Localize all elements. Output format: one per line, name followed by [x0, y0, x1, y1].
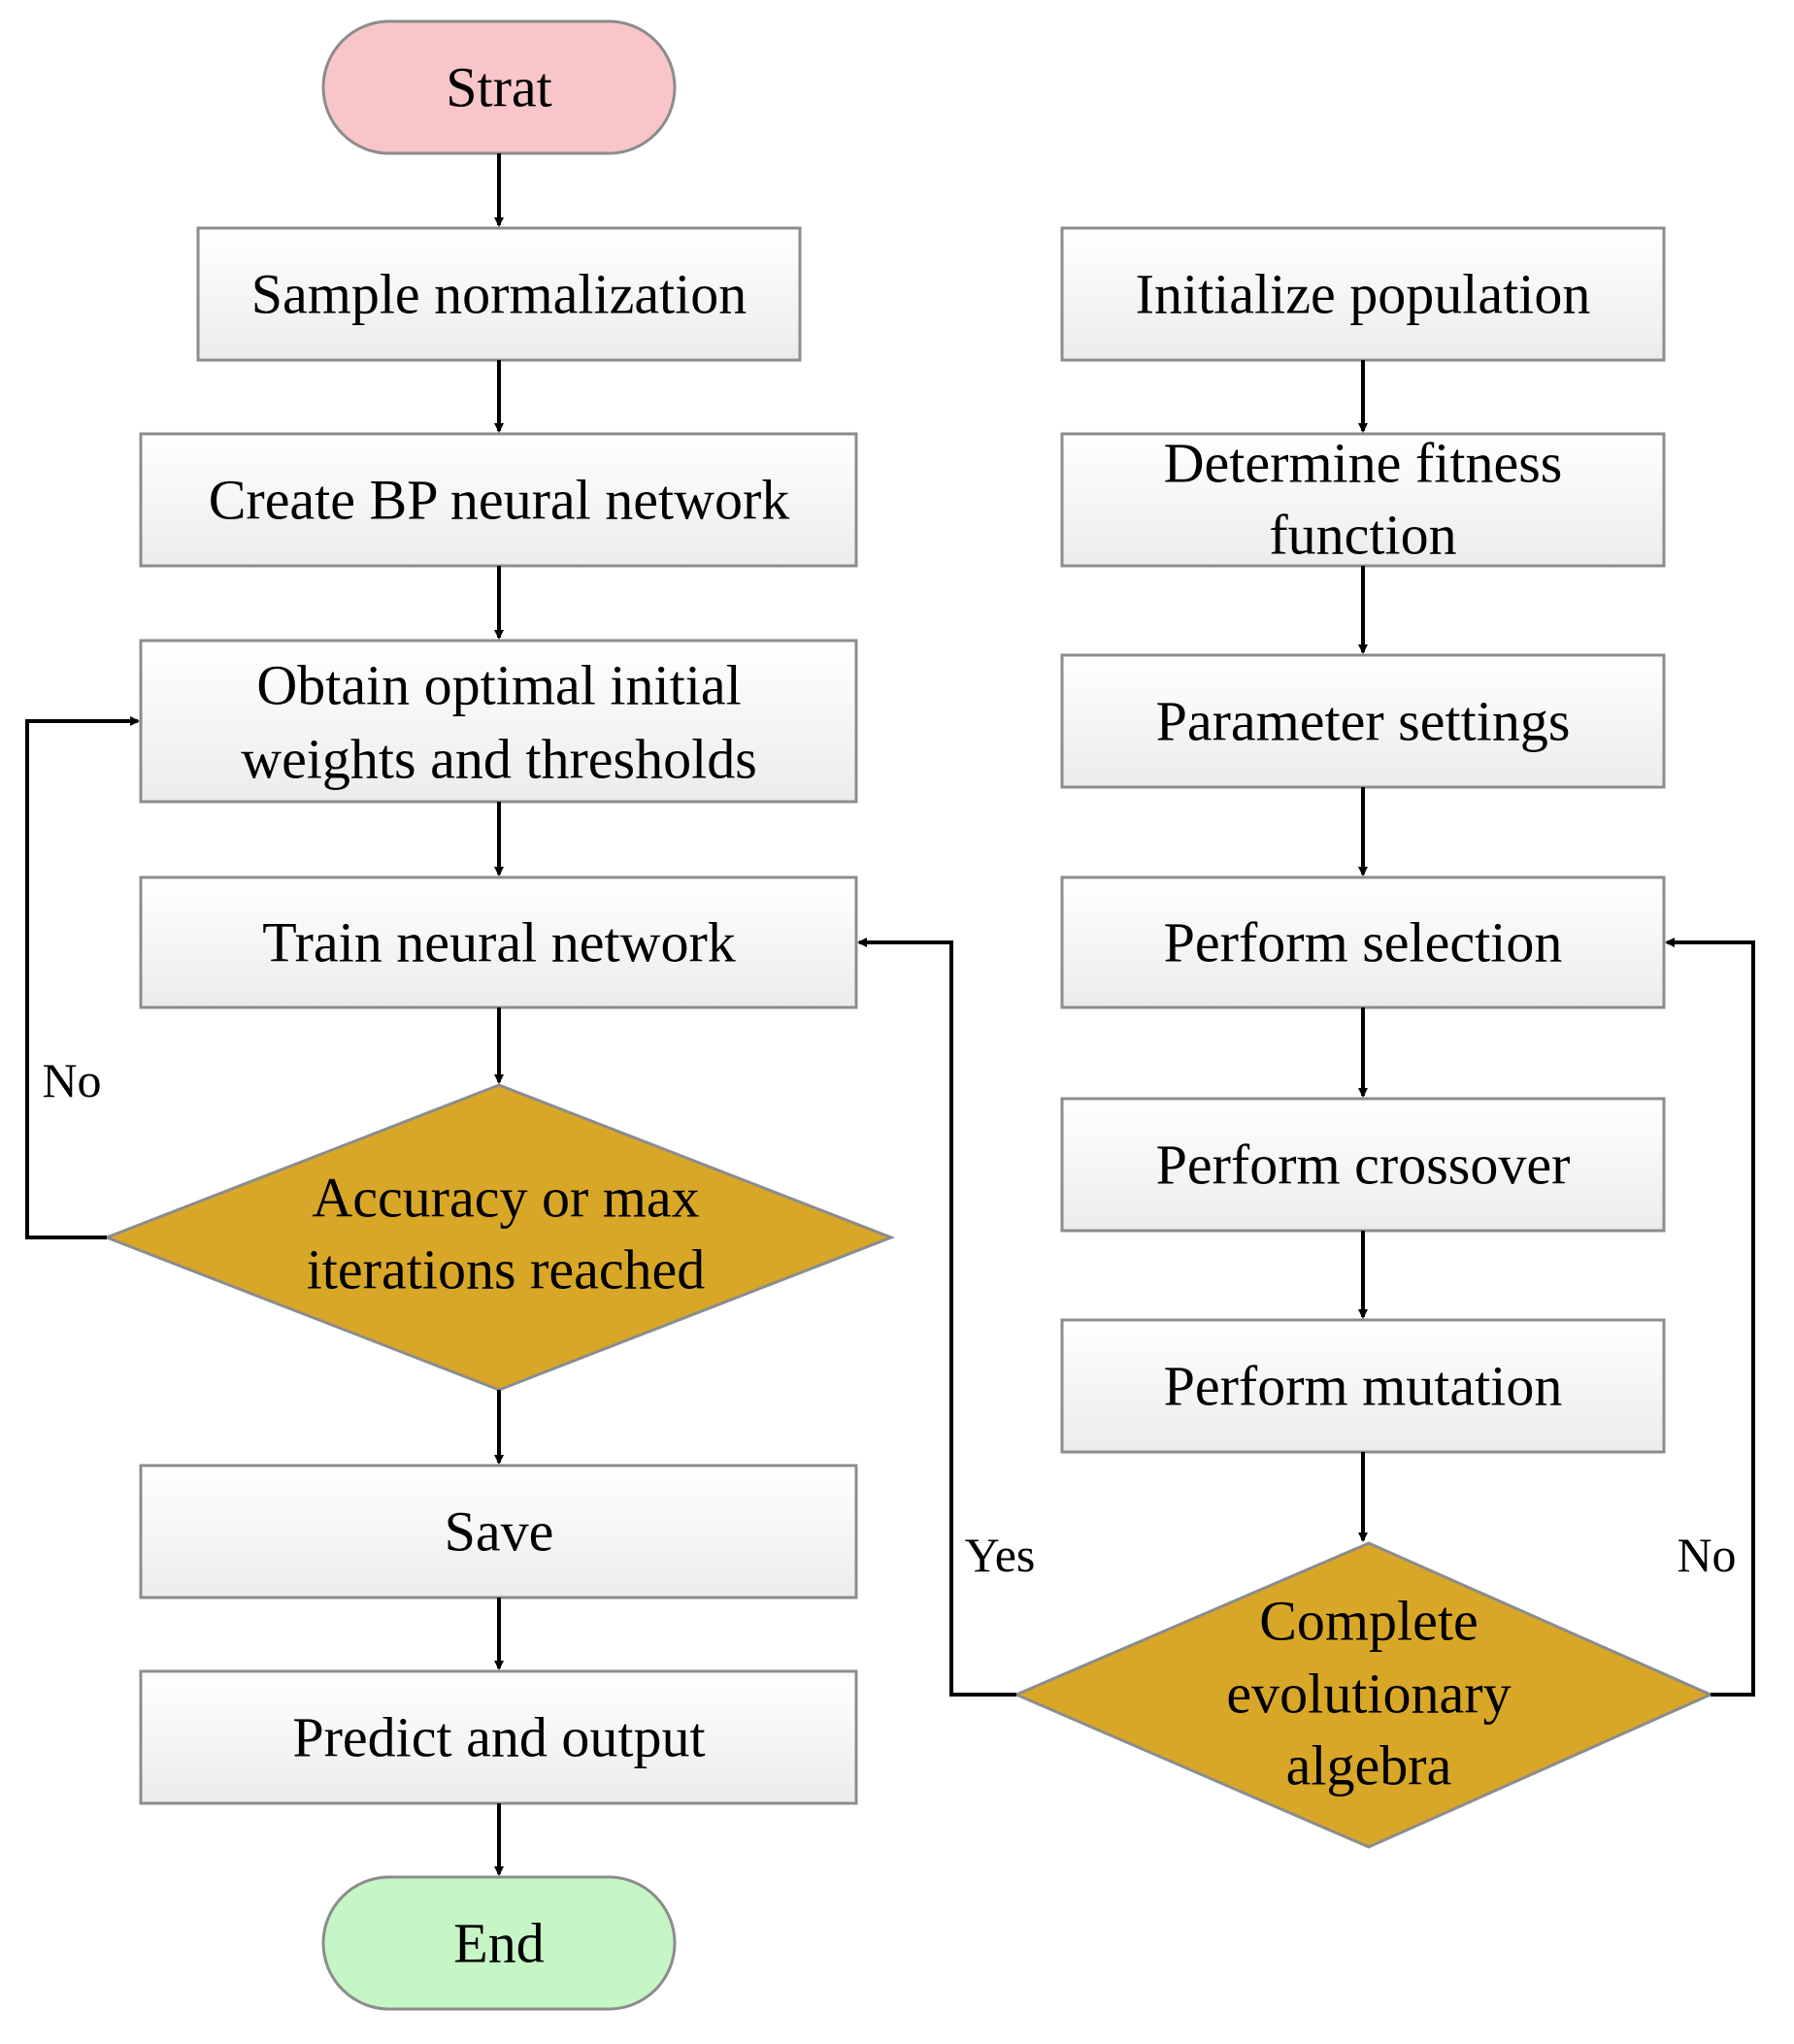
accuracy-decision-label-line1: Accuracy or max — [312, 1167, 699, 1230]
save-node: Save — [139, 1464, 858, 1599]
arrow-evolution-yes-to-train — [857, 938, 1016, 1697]
perform-crossover-label: Perform crossover — [1156, 1134, 1571, 1197]
obtain-weights-node: Obtain optimal initial weights and thres… — [139, 639, 858, 804]
arrow-evolution-no-loop — [1665, 938, 1755, 1697]
obtain-weights-box — [139, 639, 858, 804]
end-node: End — [321, 1875, 677, 2011]
save-label: Save — [445, 1500, 554, 1564]
obtain-weights-label-line1: Obtain optimal initial — [256, 654, 741, 717]
perform-selection-node: Perform selection — [1060, 875, 1666, 1009]
evolution-yes-label: Yes — [965, 1528, 1036, 1582]
parameter-settings-label: Parameter settings — [1156, 690, 1571, 753]
evolution-decision-node: Complete evolutionary algebra — [1013, 1541, 1714, 1849]
evolution-no-label: No — [1677, 1528, 1736, 1582]
parameter-settings-box — [1060, 653, 1666, 789]
accuracy-no-label: No — [42, 1053, 101, 1107]
save-box — [139, 1464, 858, 1599]
accuracy-decision-node: Accuracy or max iterations reached — [102, 1083, 896, 1392]
create-bp-node: Create BP neural network — [139, 432, 858, 568]
perform-selection-label: Perform selection — [1164, 911, 1563, 974]
create-bp-box — [139, 432, 858, 568]
train-network-node: Train neural network — [139, 875, 858, 1009]
predict-output-label: Predict and output — [292, 1706, 705, 1769]
predict-output-box — [139, 1669, 858, 1805]
predict-output-node: Predict and output — [139, 1669, 858, 1805]
train-network-label: Train neural network — [262, 911, 736, 974]
sample-normalization-node: Sample normalization — [196, 226, 802, 362]
perform-crossover-node: Perform crossover — [1060, 1097, 1666, 1233]
perform-mutation-label: Perform mutation — [1164, 1355, 1563, 1418]
perform-mutation-node: Perform mutation — [1060, 1318, 1666, 1454]
start-label: Strat — [446, 56, 552, 119]
perform-mutation-box — [1060, 1318, 1666, 1454]
accuracy-decision-label-line2: iterations reached — [307, 1238, 706, 1302]
evolution-decision-label-line2: evolutionary — [1226, 1663, 1511, 1726]
create-bp-label: Create BP neural network — [209, 469, 790, 532]
obtain-weights-label-line2: weights and thresholds — [241, 728, 757, 791]
perform-selection-box — [1060, 875, 1666, 1009]
fitness-function-node: Determine fitness function — [1060, 432, 1666, 568]
sample-normalization-box — [196, 226, 802, 362]
start-node: Strat — [321, 19, 677, 155]
parameter-settings-node: Parameter settings — [1060, 653, 1666, 789]
fitness-function-label-line2: function — [1269, 504, 1456, 567]
arrow-accuracy-no-loop — [25, 716, 140, 1239]
evolution-decision-label-line1: Complete — [1259, 1590, 1478, 1653]
sample-normalization-label: Sample normalization — [251, 263, 748, 326]
perform-crossover-box — [1060, 1097, 1666, 1233]
fitness-function-label-line1: Determine fitness — [1164, 432, 1563, 495]
init-population-node: Initialize population — [1060, 226, 1666, 362]
end-label: End — [453, 1912, 544, 1975]
evolution-decision-diamond — [1013, 1541, 1714, 1849]
end-terminal-shape — [321, 1875, 677, 2011]
init-population-label: Initialize population — [1136, 263, 1591, 326]
fitness-function-box — [1060, 432, 1666, 568]
evolution-decision-label-line3: algebra — [1286, 1734, 1452, 1797]
